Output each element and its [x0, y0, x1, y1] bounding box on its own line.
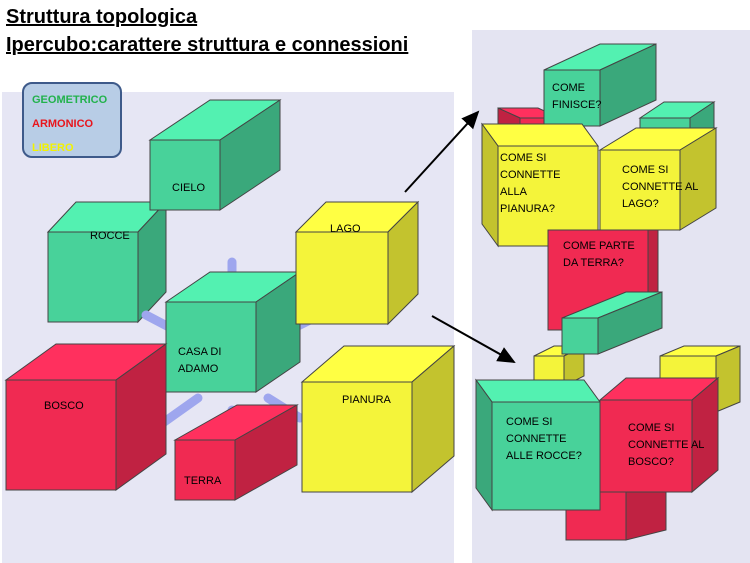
tr-left-yellow-top — [481, 123, 599, 147]
cube-label-terra: TERRA — [184, 475, 222, 487]
tr-top-green-front — [543, 69, 601, 127]
cube-bosco-front — [5, 379, 117, 491]
question-connette-lago: COME SI CONNETTE AL LAGO? — [622, 164, 698, 210]
cube-lago-front — [295, 231, 389, 325]
br-right-red-front — [599, 399, 693, 493]
br-right-yellow-side — [715, 345, 741, 413]
question-connette-rocce: COME SI CONNETTE ALLE ROCCE? — [506, 416, 582, 462]
cube-label-rocce: ROCCE — [90, 230, 130, 242]
br-left-green-top — [475, 379, 601, 403]
legend-armonico: ARMONICO — [32, 118, 94, 130]
arrow-bottom-right — [431, 315, 516, 363]
cube-label-cielo: CIELO — [172, 182, 206, 194]
arrow-top-right — [404, 110, 480, 193]
cube-cielo-front — [149, 139, 221, 211]
cube-terra-front — [174, 439, 236, 501]
legend-box: GEOMETRICO ARMONICO LIBERO — [22, 82, 122, 158]
cube-label-bosco: BOSCO — [44, 400, 84, 412]
cube-label-lago: LAGO — [330, 223, 361, 235]
cube-label-pianura: PIANURA — [342, 394, 391, 406]
tr-right-yellow-front — [599, 149, 681, 231]
question-connette-pianura: COME SI CONNETTE ALLA PIANURA? — [500, 152, 561, 215]
question-connette-bosco: COME SI CONNETTE AL BOSCO? — [628, 422, 704, 468]
legend-geometrico: GEOMETRICO — [32, 94, 108, 106]
page-title: Struttura topologica — [6, 6, 198, 28]
question-parte-da-terra: COME PARTE DA TERRA? — [563, 240, 635, 269]
cube-pianura-front — [301, 381, 413, 493]
br-left-green-side — [475, 378, 493, 512]
page-subtitle: Ipercubo:carattere struttura e connessio… — [6, 34, 409, 56]
cube-rocce-front — [47, 231, 139, 323]
cube-label-casa: CASA DI ADAMO — [178, 346, 222, 375]
legend-libero: LIBERO — [32, 142, 74, 154]
question-come-finisce: COME FINISCE? — [552, 82, 602, 111]
br-left-green-front — [491, 401, 601, 511]
tr-left-yellow-side — [481, 122, 499, 248]
br-top-green-front — [561, 317, 599, 355]
